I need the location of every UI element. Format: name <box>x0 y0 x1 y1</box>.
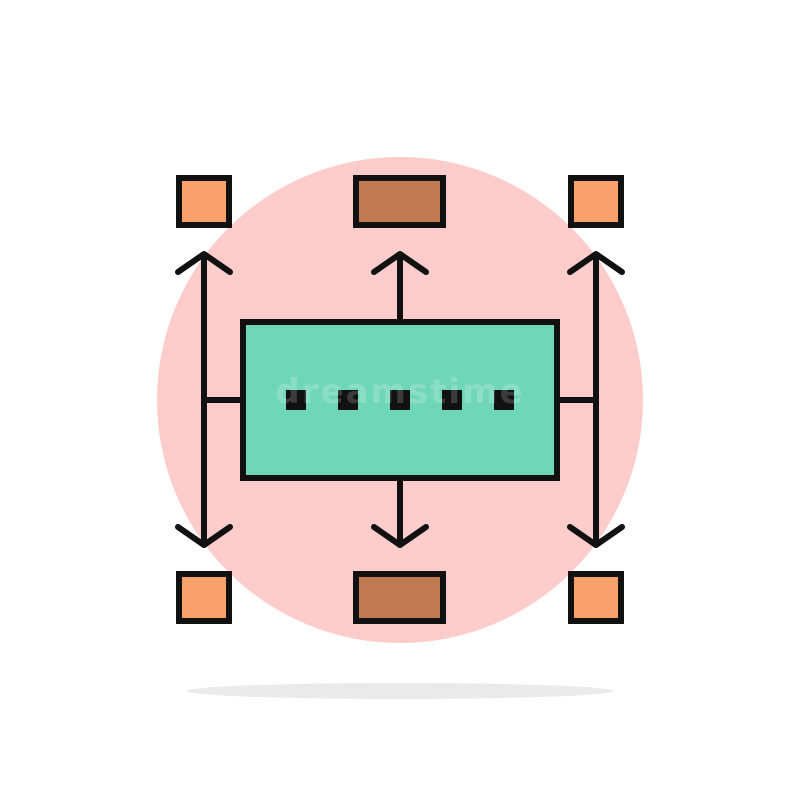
dot <box>338 390 358 410</box>
dot <box>286 390 306 410</box>
dot <box>442 390 462 410</box>
down-arrow-icon <box>371 475 429 548</box>
bottom-right-box <box>568 571 624 624</box>
dot <box>390 390 410 410</box>
bottom-center-box <box>353 571 446 624</box>
up-arrow-icon <box>371 251 429 325</box>
top-center-box <box>353 175 446 228</box>
top-right-box <box>568 175 624 228</box>
ellipsis-dots <box>286 390 514 410</box>
dot <box>494 390 514 410</box>
ground-shadow <box>187 683 613 699</box>
bottom-left-box <box>176 571 232 624</box>
top-left-box <box>176 175 232 228</box>
